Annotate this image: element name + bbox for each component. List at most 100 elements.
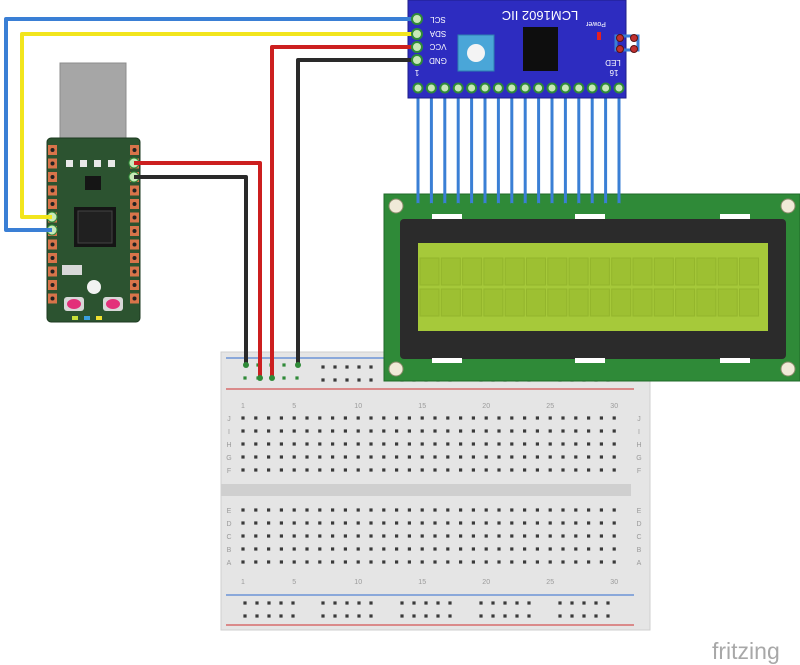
lcd-pin [429, 203, 434, 207]
lcd-1602-icon [383, 193, 800, 382]
breadboard-hole [395, 521, 399, 525]
i2c-chip [523, 27, 558, 71]
breadboard-hole [331, 560, 335, 564]
lcd-cell [589, 288, 610, 317]
breadboard-hole [484, 468, 488, 472]
lcd-cell [547, 257, 568, 286]
breadboard-hole [535, 560, 539, 564]
breadboard-hole [318, 468, 322, 472]
breadboard-hole [484, 429, 488, 433]
header-hole [132, 296, 137, 301]
lcd-pin [456, 203, 461, 207]
breadboard-hole [331, 508, 335, 512]
breadboard-hole [561, 416, 565, 420]
breadboard-hole [279, 416, 283, 420]
breadboard-hole [407, 455, 411, 459]
lcd-pin [576, 203, 581, 207]
rail-hole [345, 601, 349, 605]
breadboard-hole [599, 560, 603, 564]
breadboard-hole [279, 468, 283, 472]
i2c-pin-gnd [411, 54, 423, 66]
breadboard-hole [523, 442, 527, 446]
rail-hole [333, 614, 337, 618]
breadboard-hole [548, 416, 552, 420]
rail-hole [503, 601, 507, 605]
i2c-pin [519, 82, 531, 94]
lcd-cell [462, 288, 483, 317]
column-label-bottom: 10 [354, 579, 362, 586]
breadboard-hole [369, 416, 373, 420]
breadboard-hole [395, 416, 399, 420]
breadboard-hole [561, 429, 565, 433]
breadboard-hole [395, 429, 399, 433]
breadboard-hole [535, 442, 539, 446]
breadboard-hole [523, 416, 527, 420]
pin16-label: 16 [609, 68, 618, 77]
breadboard-hole [561, 534, 565, 538]
header-hole [50, 256, 55, 260]
breadboard-hole [574, 521, 578, 525]
row-label: A [227, 560, 232, 567]
breadboard-hole [574, 429, 578, 433]
breadboard-hole [599, 416, 603, 420]
breadboard-hole [561, 468, 565, 472]
lcd-cell [589, 257, 610, 286]
lcd-cell [717, 288, 738, 317]
wires [4, 17, 414, 381]
breadboard-hole [331, 547, 335, 551]
breadboard-hole [382, 455, 386, 459]
lcd-cell [696, 288, 717, 317]
header-hole [50, 175, 55, 179]
breadboard-hole [382, 429, 386, 433]
rail-hole [594, 601, 598, 605]
breadboard-hole [612, 455, 616, 459]
breadboard-hole [279, 508, 283, 512]
breadboard-hole [548, 521, 552, 525]
breadboard-hole [612, 468, 616, 472]
lcd-cell [462, 257, 483, 286]
breadboard-hole [420, 560, 424, 564]
breadboard-hole [510, 521, 514, 525]
power-led [597, 32, 601, 40]
breadboard-hole [561, 521, 565, 525]
breadboard-hole [497, 416, 501, 420]
rail-hole [479, 601, 483, 605]
breadboard-hole [343, 468, 347, 472]
lcd-cell [547, 288, 568, 317]
breadboard-hole [459, 468, 463, 472]
breadboard-hole [292, 455, 296, 459]
breadboard-hole [459, 534, 463, 538]
breadboard-hole [356, 442, 360, 446]
breadboard-hole [356, 416, 360, 420]
breadboard-hole [433, 547, 437, 551]
header-hole [50, 202, 55, 206]
breadboard-hole [446, 508, 450, 512]
breadboard-hole [510, 442, 514, 446]
breadboard-hole [241, 508, 245, 512]
header-hole [132, 215, 137, 220]
breadboard-hole [497, 547, 501, 551]
breadboard-hole [254, 547, 258, 551]
lcd-pin [617, 203, 621, 207]
lcd-cell [632, 257, 653, 286]
header-hole [132, 269, 137, 274]
header-hole [50, 188, 55, 193]
breadboard-hole [446, 521, 450, 525]
rail-hole [515, 601, 519, 605]
header-hole [50, 242, 55, 247]
breadboard-hole [599, 455, 603, 459]
row-label: C [226, 534, 231, 541]
breadboard-hole [484, 521, 488, 525]
rail-hole [267, 601, 271, 605]
breadboard-hole [510, 416, 514, 420]
breadboard-hole [497, 508, 501, 512]
breadboard-hole [599, 468, 603, 472]
breadboard-hole [535, 534, 539, 538]
breadboard-hole [459, 508, 463, 512]
breadboard-hole [612, 560, 616, 564]
breadboard-hole [267, 416, 271, 420]
rail-hole [491, 614, 495, 618]
rail-hole [267, 614, 271, 618]
